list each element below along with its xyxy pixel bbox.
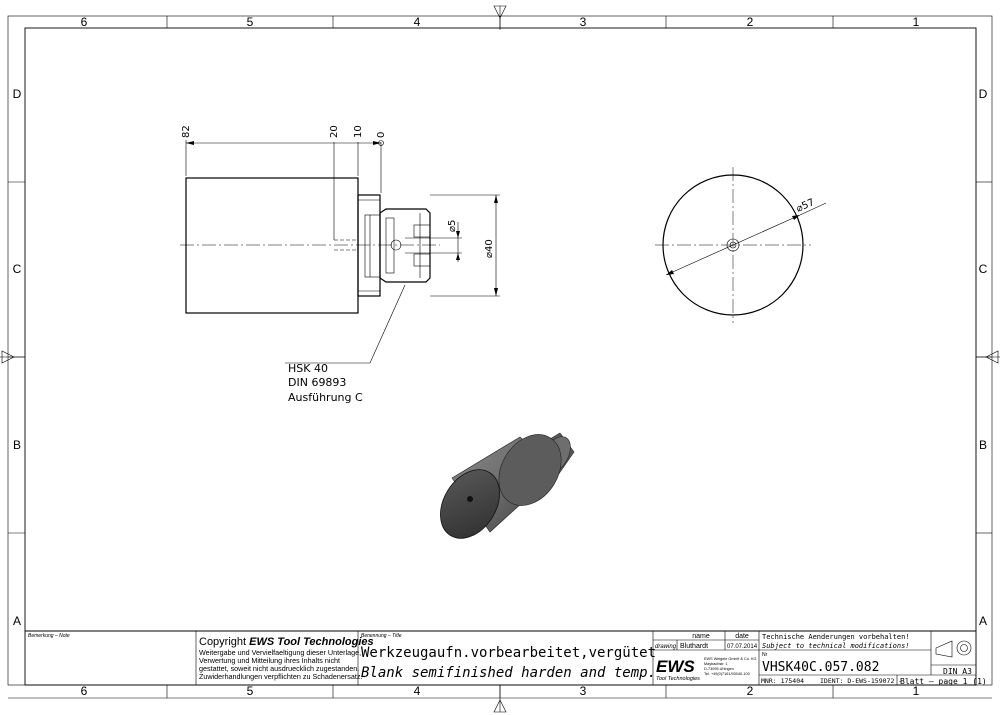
title-label: Benennung – Title — [361, 633, 402, 639]
note-line: HSK 40 — [288, 362, 328, 375]
column-label: 3 — [580, 684, 587, 698]
row-label: B — [979, 438, 987, 452]
title-block — [25, 630, 976, 685]
copyright-text: Verwertung und Mitteilung ihres Inhalts … — [199, 656, 340, 665]
mnr-number: MNR: 175404 — [761, 677, 804, 685]
company-address: Tel. +49(0)7161/93040-100 — [704, 672, 750, 676]
row-label: D — [979, 87, 988, 101]
ews-logo-subtitle: Tool Technologies — [656, 676, 700, 682]
title-german: Werkzeugaufn.vorbearbeitet,vergütet — [361, 645, 656, 661]
note-line: Ausführung C — [288, 391, 363, 404]
column-label: 4 — [414, 15, 421, 29]
copyright-text: gestattet, soweit nicht ausdruecklich zu… — [199, 664, 359, 673]
column-label: 2 — [747, 684, 754, 698]
row-label: A — [979, 614, 987, 628]
row-label: A — [13, 614, 21, 628]
column-label: 3 — [580, 15, 587, 29]
dimension-dia5: ⌀5 — [447, 220, 458, 232]
row-label: D — [13, 87, 22, 101]
column-label: 2 — [747, 15, 754, 29]
dimension-10: 10 — [353, 125, 364, 138]
column-label: 6 — [81, 684, 88, 698]
remark-label: Bemerkung – Note — [28, 633, 70, 639]
column-label: 1 — [913, 15, 920, 29]
isometric-view — [440, 432, 575, 539]
ews-logo: EWS — [656, 657, 695, 676]
drawing-date: 07.07.2014 — [727, 644, 758, 650]
paper-format: DIN A3 — [943, 667, 972, 676]
dimension-20: 20 — [329, 125, 340, 138]
copyright-line: Copyright EWS Tool Technologies — [199, 636, 374, 648]
column-label: 5 — [247, 684, 254, 698]
row-label: C — [13, 262, 22, 276]
title-english: Blank semifinished harden and temp. — [361, 665, 656, 681]
dimension-dia57: ⌀57 — [795, 197, 817, 215]
dimension-dia40: ⌀40 — [484, 239, 495, 258]
projection-symbol-icon — [935, 640, 972, 658]
ident-number: IDENT: D-EWS-159072 - — [820, 677, 902, 685]
name-header: name — [692, 633, 710, 640]
change-notice-en: Subject to technical modifications! — [762, 642, 910, 650]
sheet-number: Blatt – page 1 (1) — [900, 677, 987, 686]
blank-body — [185, 177, 359, 314]
column-label: 6 — [81, 15, 88, 29]
side-view: 82 20 10 0 ⌀5 ⌀40 — [180, 125, 500, 364]
date-header: date — [735, 633, 749, 640]
nr-label: Nr — [762, 652, 768, 658]
drawing-number: VHSK40C.057.082 — [762, 660, 879, 675]
dimension-0: 0 — [376, 132, 387, 138]
drawing-row-label: drawing — [655, 644, 677, 650]
dimension-82: 82 — [181, 125, 192, 138]
column-label: 4 — [414, 684, 421, 698]
drawer-name: Bluthardt — [680, 643, 708, 650]
hsk-note: HSK 40 DIN 69893 Ausführung C — [288, 362, 363, 404]
note-line: DIN 69893 — [288, 376, 346, 389]
company-address: EWS Weigele GmbH & Co. KG — [704, 657, 757, 661]
copyright-text: Zuwiderhandlungen verpflichten zu Schade… — [199, 672, 362, 681]
drawing-frame — [0, 5, 1000, 713]
company-address: D-73095 Uhingen — [704, 667, 734, 671]
company-address: Maybachstr. 1 — [704, 662, 728, 666]
change-notice-de: Technische Aenderungen vorbehalten! — [762, 633, 910, 641]
column-label: 5 — [247, 15, 254, 29]
copyright-text: Weitergabe und Vervielfaeltigung dieser … — [199, 648, 361, 657]
row-label: B — [13, 438, 21, 452]
hsk-shank — [379, 208, 431, 283]
row-label: C — [979, 262, 988, 276]
column-label: 1 — [913, 684, 920, 698]
end-view: ⌀57 — [655, 167, 827, 323]
flange — [357, 194, 381, 297]
